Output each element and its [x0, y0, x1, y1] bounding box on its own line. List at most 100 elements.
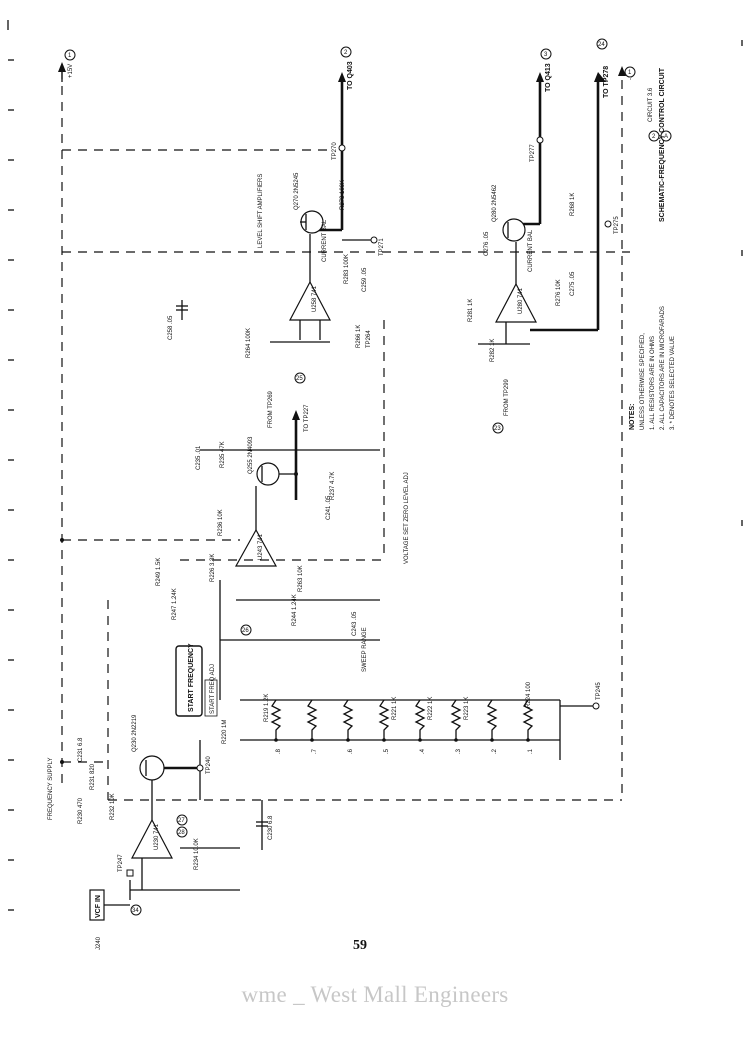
figure-sheet: A — [664, 134, 668, 140]
ladder-step-label: .4 — [420, 748, 426, 754]
from-tp269-label: FROM TP269 — [268, 390, 274, 428]
ladder-step-label: .2 — [492, 748, 498, 754]
ladder-step-label: .7 — [312, 748, 318, 754]
tp264-label: TP264 — [366, 330, 372, 348]
to-q403-label: TO Q403 — [347, 61, 354, 90]
q280-transistor — [502, 218, 526, 242]
tp270-label: TP270 — [332, 142, 338, 160]
vcf-in-label: VCF IN — [95, 895, 102, 918]
ladder-tap — [526, 738, 530, 742]
ref-marker-2: 2 — [340, 46, 352, 58]
output-to-q403 — [318, 72, 346, 232]
to-tp227-label: TO TP227 — [304, 404, 310, 432]
ladder-tap — [454, 738, 458, 742]
r237-label: R237 4.7K — [330, 472, 336, 500]
figure-number: 2 — [652, 134, 656, 140]
to-tp278-label: TO TP278 — [603, 66, 610, 98]
border-tick-marks — [7, 20, 14, 911]
tp271 — [342, 236, 378, 244]
ladder-steps: .8.7.6.5.4.3.2.1 — [270, 699, 534, 754]
notes-block: NOTES: UNLESS OTHERWISE SPECIFIED, 1. AL… — [629, 306, 676, 430]
ladder-tap — [274, 738, 278, 742]
ref-marker-26: 26 — [240, 624, 252, 636]
ref-marker-28: 28 — [176, 826, 188, 838]
c231-label: C231 6.8 — [78, 737, 84, 762]
from-tp299-label: FROM TP299 — [504, 378, 510, 416]
c258-label: C258 .05 — [168, 315, 174, 340]
figure-title: SCHEMATIC-FREQUENCY CONTROL CIRCUIT — [659, 67, 666, 222]
notes-line-1: 1. ALL RESISTORS ARE IN OHMS — [650, 336, 656, 430]
r282-label: R282 1K — [490, 339, 496, 362]
r283-label: R283 100K — [344, 254, 350, 284]
r268-label: R268 1K — [570, 193, 576, 216]
q255-label: Q255 2N4093 — [248, 436, 254, 474]
ladder-tap — [310, 738, 314, 742]
ladder-resistor — [342, 699, 354, 740]
svg-text:1: 1 — [628, 70, 632, 76]
r222-label: R222 1K — [428, 697, 434, 720]
ref-marker-1: 1 — [64, 49, 76, 61]
ladder-resistor — [270, 699, 282, 740]
ref-marker-23: 23 — [492, 422, 504, 434]
u280-opamp — [495, 242, 537, 344]
to-tp227-arrow — [292, 410, 300, 500]
r263-label: R263 10K — [298, 565, 304, 592]
c235-label: C235 .01 — [196, 445, 202, 470]
notes-heading: NOTES: — [629, 404, 636, 430]
j240-label: J240 — [96, 936, 102, 950]
r276-label: R276 10K — [556, 279, 562, 306]
ladder-resistor — [306, 699, 318, 740]
start-freq-adj-tag — [204, 679, 218, 717]
ladder-resistor — [522, 699, 534, 740]
u280-label: U280 741 — [518, 287, 524, 314]
notes-line-3: 3. * DENOTES SELECTED VALUE — [670, 336, 676, 430]
tp275-label: TP275 — [614, 216, 620, 234]
tp245 — [560, 702, 600, 710]
u230-label: U230 741 — [154, 823, 160, 850]
r232-label: R232 10K — [110, 793, 116, 820]
notes-line-0: UNLESS OTHERWISE SPECIFIED, — [640, 333, 646, 430]
c258-capacitor — [176, 300, 188, 320]
page-number: 59 — [353, 938, 367, 953]
ladder-tap — [490, 738, 494, 742]
r249-label: R249 1.5K — [156, 558, 162, 586]
r234-label: R234 10.0K — [194, 838, 200, 870]
ladder-step-label: .3 — [456, 748, 462, 754]
r264-label: R264 100K — [246, 328, 252, 358]
voltage-ramp-label: VOLTAGE SET ZERO LEVEL ADJ — [404, 472, 410, 564]
r224-label: R224 100 — [526, 681, 532, 708]
r247-label: R247 1.24K — [172, 588, 178, 620]
svg-text:34: 34 — [132, 908, 139, 914]
ref-marker-34: 34 — [130, 904, 142, 916]
r230-label: R230 470 — [78, 797, 84, 824]
tp247-label: TP247 — [118, 854, 124, 872]
u243-label: U243 741 — [258, 533, 264, 560]
svg-text:25: 25 — [296, 376, 303, 382]
tp240 — [196, 740, 204, 800]
start-freq-adj-label: START FREQ ADJ — [210, 664, 216, 714]
svg-text:28: 28 — [178, 830, 185, 836]
ladder-resistor — [450, 699, 462, 740]
ladder-step-label: .6 — [348, 748, 354, 754]
ladder-step-label: .5 — [384, 748, 390, 754]
c259-label: C259 .05 — [362, 267, 368, 292]
c275-label: C275 .05 — [570, 271, 576, 296]
ladder-tap — [346, 738, 350, 742]
svg-text:1: 1 — [68, 53, 72, 59]
circuit-label: CIRCUIT 3.6 — [648, 87, 654, 122]
current-bal-2-label: CURRENT BAL — [528, 229, 534, 272]
tp240-label: TP240 — [206, 756, 212, 774]
svg-text:2: 2 — [344, 50, 348, 56]
svg-text:23: 23 — [494, 426, 501, 432]
start-frequency-label: START FREQUENCY — [188, 643, 195, 712]
sweep-range-label: SWEEP RANGE — [362, 627, 368, 672]
ladder-resistor — [486, 699, 498, 740]
r236-label: R236 10K — [218, 509, 224, 536]
q270-label: Q270 2N5245 — [294, 172, 300, 210]
ladder-tap — [382, 738, 386, 742]
plus-15v-label: +15V — [68, 64, 74, 78]
ladder-resistor — [378, 699, 390, 740]
ref-marker-minus: 1 — [624, 66, 636, 78]
r281-label: R281 1K — [468, 299, 474, 322]
